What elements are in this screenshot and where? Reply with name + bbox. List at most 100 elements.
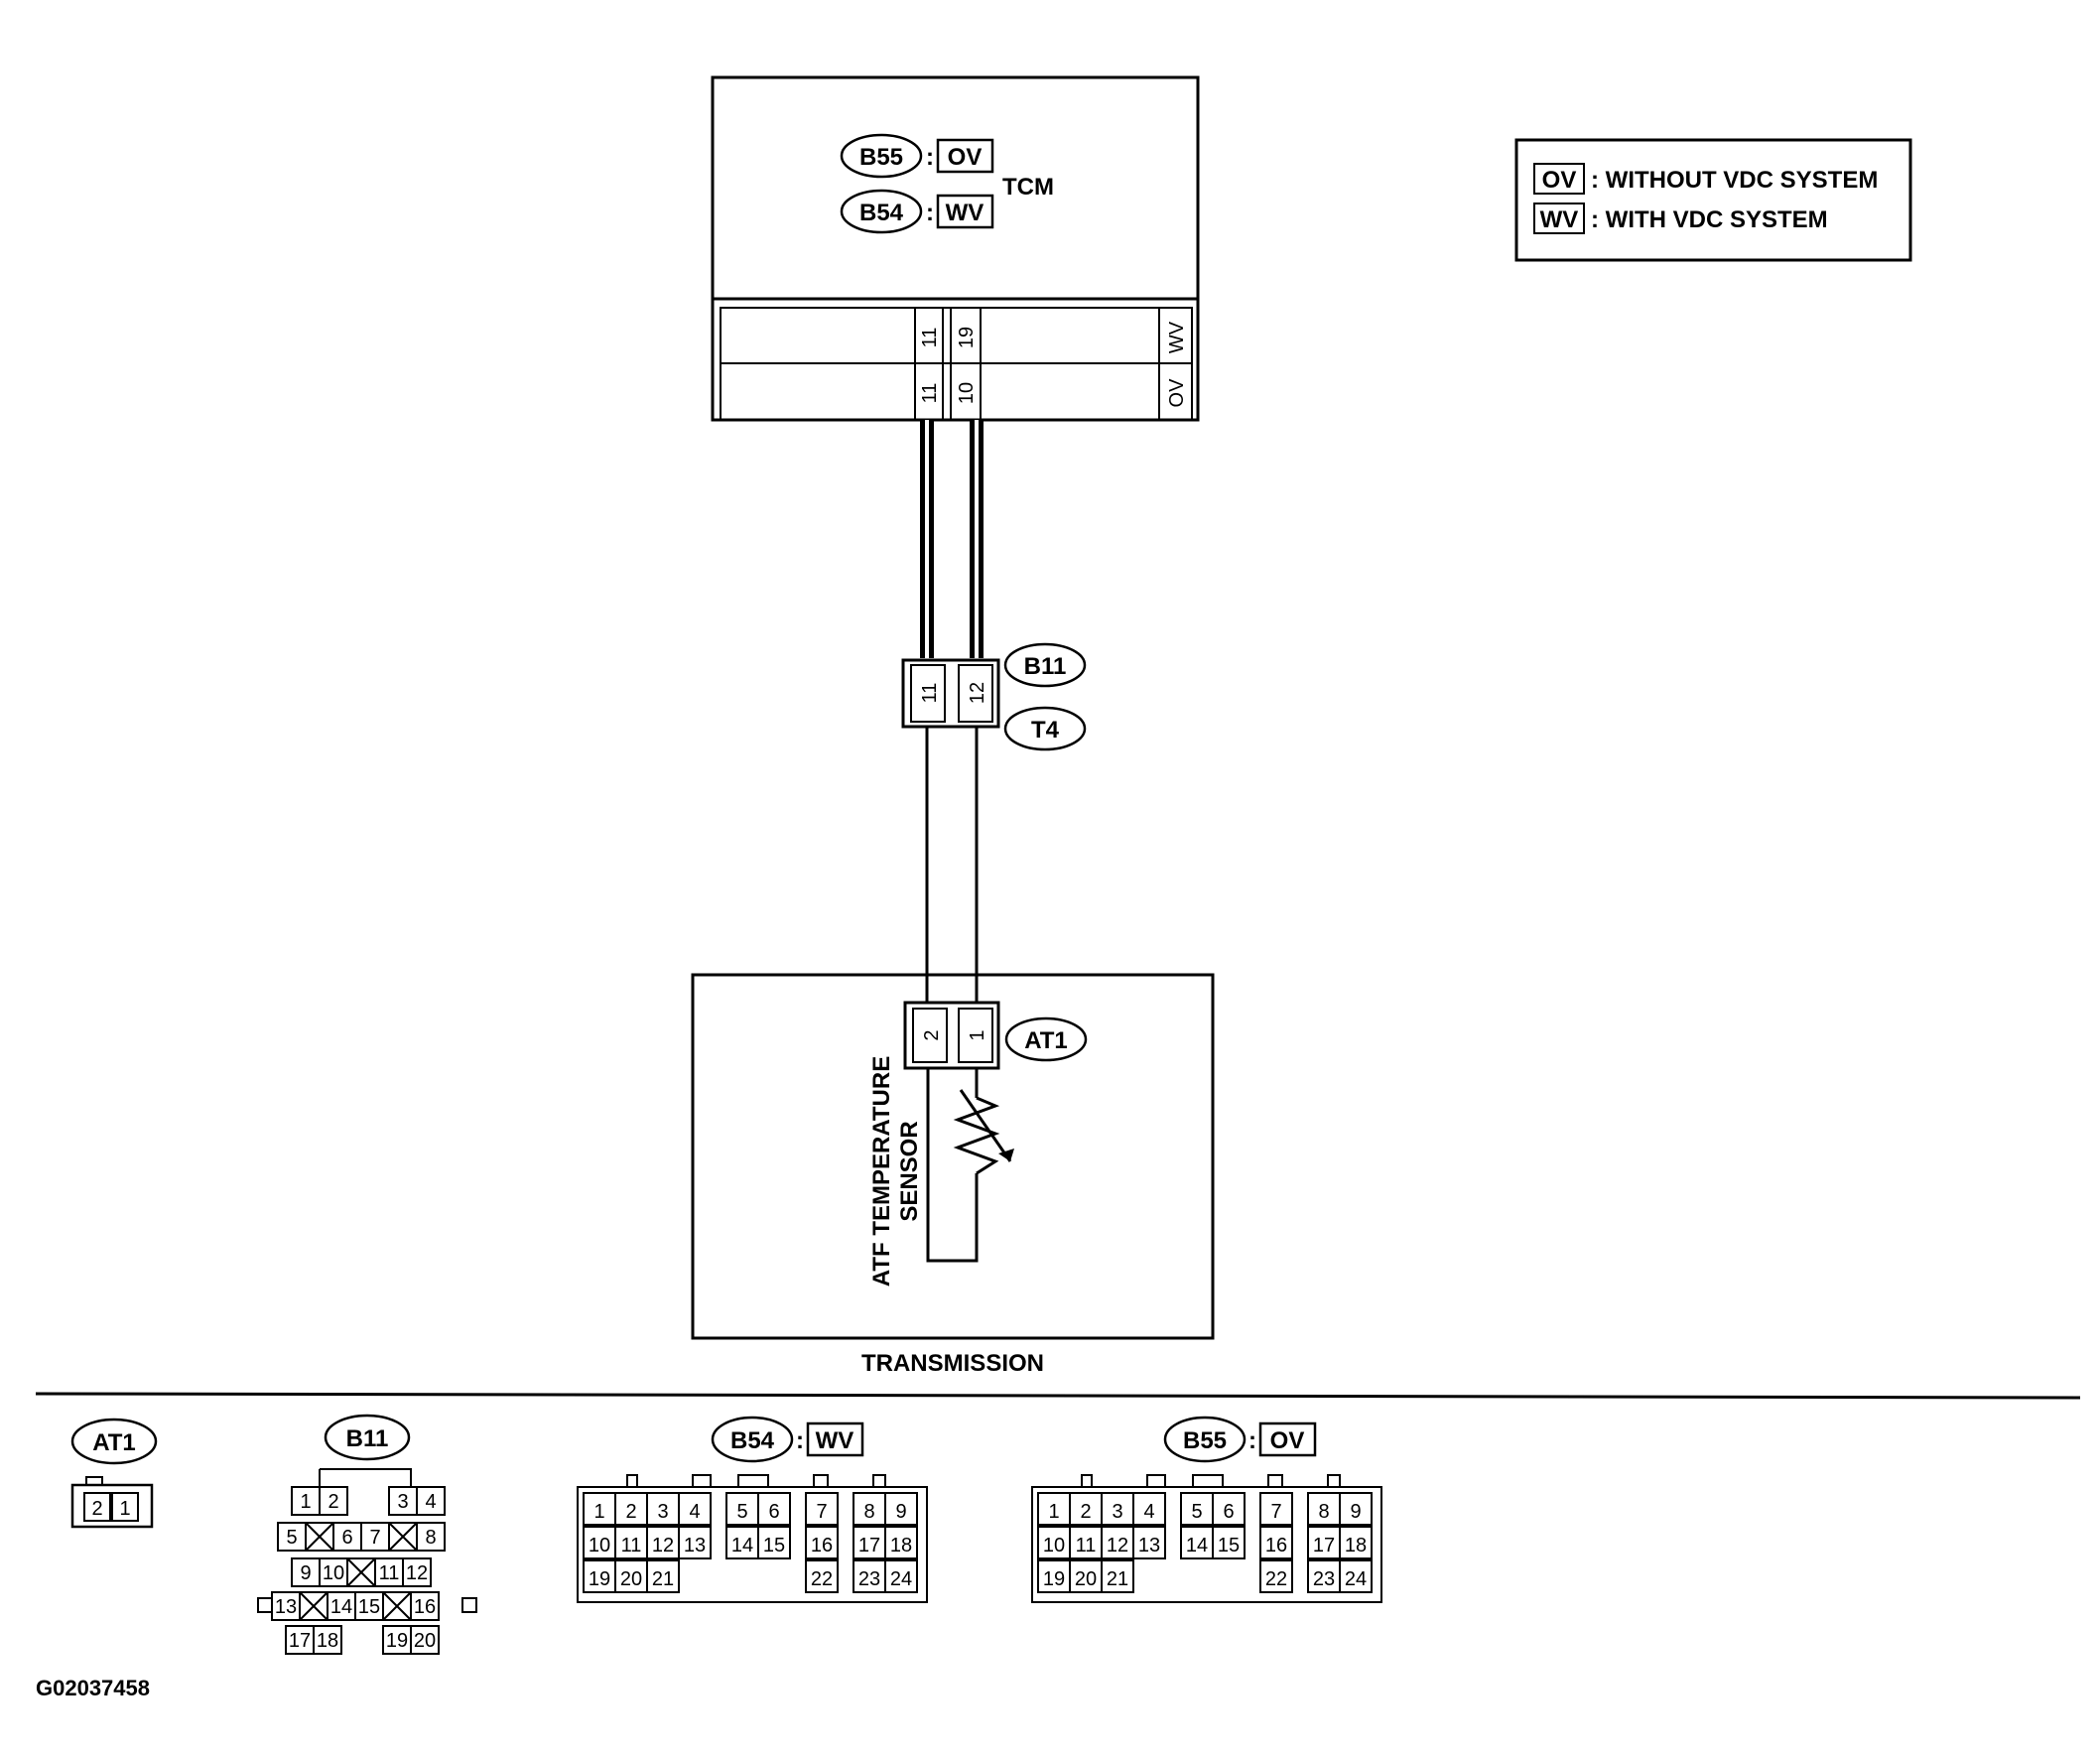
b55-pin-6: 6	[1223, 1501, 1234, 1523]
b54-pin-8: 8	[863, 1501, 874, 1523]
b54-pin-3: 3	[657, 1501, 668, 1523]
at1-view-pin-1: 1	[119, 1498, 130, 1520]
pin-cavity	[884, 1526, 918, 1559]
b55-pin-22: 22	[1265, 1568, 1287, 1590]
b11-pin-11: 11	[379, 1562, 400, 1584]
b11-pin-10: 10	[323, 1562, 344, 1584]
pin-cavity	[1259, 1559, 1293, 1593]
pin-cavity	[1259, 1526, 1293, 1559]
wires	[920, 420, 984, 1003]
transmission-connector-at1: AT1	[1024, 1027, 1068, 1054]
b55-pin-5: 5	[1191, 1501, 1202, 1523]
sensor-label-line1: ATF TEMPERATURE	[868, 1056, 895, 1286]
tcm-connector-b54: B54	[859, 200, 904, 226]
legend-text-ov: : WITHOUT VDC SYSTEM	[1591, 167, 1878, 194]
pin-cavity	[757, 1492, 791, 1526]
pin-cavity	[1101, 1559, 1134, 1593]
blank-cross	[382, 1591, 412, 1621]
pin-cavity	[410, 1591, 440, 1621]
b11-pin-9: 9	[300, 1562, 311, 1584]
b55-pin-1: 1	[1048, 1501, 1059, 1523]
pin-cavity	[319, 1486, 348, 1516]
legend-code-ov: OV	[1542, 167, 1577, 194]
housing-latch	[626, 1474, 638, 1488]
housing-latch	[737, 1474, 769, 1488]
junction-connector: 11 12 B11 T4	[901, 642, 1087, 751]
b55-pin-3: 3	[1112, 1501, 1122, 1523]
pin-cavity	[410, 1625, 440, 1655]
b55-pin-20: 20	[1075, 1568, 1097, 1590]
b11-pin-1: 1	[300, 1491, 311, 1513]
b55-pin-17: 17	[1313, 1535, 1335, 1556]
b11-pin-5: 5	[286, 1527, 297, 1549]
b54-view-variant: WV	[816, 1427, 854, 1454]
thermistor-symbol	[953, 1096, 1000, 1175]
b55-pin-12: 12	[1107, 1535, 1128, 1556]
pin-cavity	[678, 1526, 712, 1559]
b54-pin-5: 5	[736, 1501, 747, 1523]
b55-pin-21: 21	[1107, 1568, 1128, 1590]
pin-cavity	[1259, 1492, 1293, 1526]
b55-pin-23: 23	[1313, 1568, 1335, 1590]
tcm-row-variant-ov: OV	[1166, 378, 1188, 408]
tcm-pin-wv-1: 11	[919, 328, 941, 348]
b11-pin-20: 20	[414, 1630, 436, 1652]
at1-pin-1: 1	[967, 1029, 988, 1040]
b54-pin-7: 7	[816, 1501, 827, 1523]
b55-pin-4: 4	[1143, 1501, 1154, 1523]
b54-pin-1: 1	[593, 1501, 604, 1523]
b54-pin-20: 20	[620, 1568, 642, 1590]
pin-cavity	[646, 1559, 680, 1593]
pin-cavity	[884, 1559, 918, 1593]
junction-pin-2: 12	[967, 682, 988, 704]
tcm-variant-wv: WV	[946, 200, 984, 226]
pin-cavity	[884, 1492, 918, 1526]
b11-pin-4: 4	[425, 1491, 436, 1513]
b54-pin-19: 19	[589, 1568, 610, 1590]
b54-pin-22: 22	[811, 1568, 833, 1590]
b54-pin-15: 15	[763, 1535, 785, 1556]
b54-pin-12: 12	[652, 1535, 674, 1556]
figure-id: G02037458	[36, 1676, 150, 1700]
b11-view-name: B11	[346, 1425, 389, 1452]
b11-pin-19: 19	[386, 1630, 408, 1652]
b55-pin-15: 15	[1218, 1535, 1240, 1556]
b55-pin-8: 8	[1318, 1501, 1329, 1523]
b54-pin-2: 2	[625, 1501, 636, 1523]
junction-label-b11: B11	[1024, 653, 1067, 680]
svg-text::: :	[796, 1427, 804, 1454]
b54-pin-18: 18	[890, 1535, 912, 1556]
housing-latch	[813, 1474, 829, 1488]
b54-pin-23: 23	[858, 1568, 880, 1590]
b55-pin-11: 11	[1076, 1535, 1097, 1556]
tcm-label: TCM	[1002, 174, 1054, 201]
tcm-pin-ov-1: 11	[919, 383, 941, 404]
blank-cross	[299, 1591, 328, 1621]
svg-text::: :	[1248, 1427, 1256, 1454]
b55-pin-14: 14	[1186, 1535, 1208, 1556]
b54-pin-24: 24	[890, 1568, 912, 1590]
legend-text-wv: : WITH VDC SYSTEM	[1591, 206, 1828, 233]
junction-label-t4: T4	[1031, 717, 1060, 744]
tcm-connector-b55: B55	[859, 144, 903, 171]
housing-latch	[872, 1474, 886, 1488]
pin-cavity	[1132, 1526, 1166, 1559]
pin-cavity	[416, 1522, 446, 1552]
legend-code-wv: WV	[1540, 206, 1579, 233]
b55-view-name: B55	[1183, 1427, 1227, 1454]
pin-cavity	[678, 1492, 712, 1526]
b55-view-variant: OV	[1270, 1427, 1305, 1454]
b11-pin-2: 2	[328, 1491, 338, 1513]
junction-pin-1: 11	[919, 683, 941, 704]
blank-cross	[346, 1557, 376, 1587]
tcm-pin-ov-2: 10	[956, 382, 978, 404]
connector-view-at1: AT1 2 1	[70, 1418, 158, 1529]
b54-pin-4: 4	[689, 1501, 700, 1523]
pin-cavity	[805, 1526, 839, 1559]
pin-cavity	[402, 1557, 432, 1587]
b54-pin-9: 9	[895, 1501, 906, 1523]
pin-cavity	[1339, 1559, 1373, 1593]
b55-pin-7: 7	[1270, 1501, 1281, 1523]
